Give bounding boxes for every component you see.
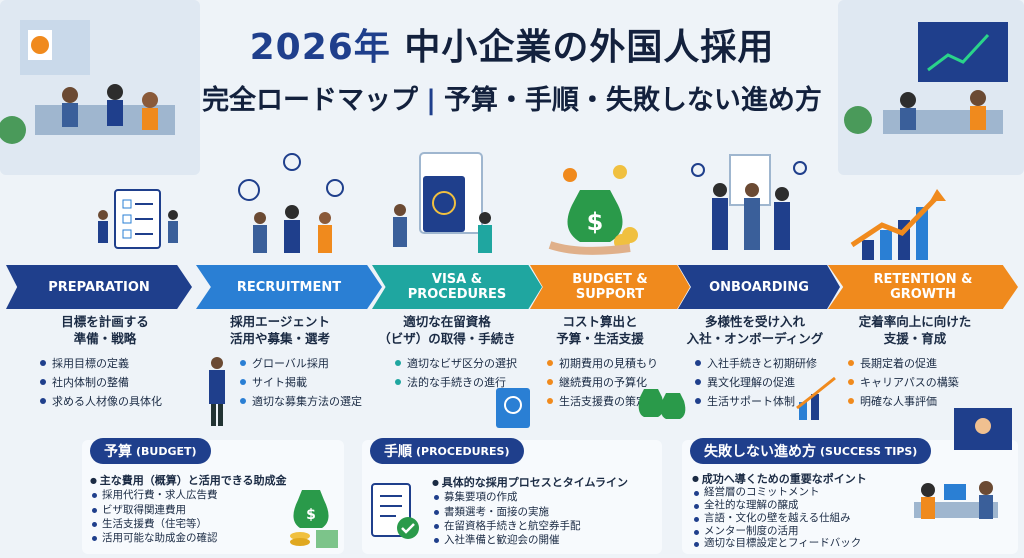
- passport-small-icon: [496, 388, 530, 428]
- meeting-scene-icon: [844, 22, 1008, 134]
- procedures-panel: 手順(PROCEDURES) 具体的な採用プロセスとタイムライン 募集要項の作成…: [362, 438, 662, 554]
- procedures-list: 具体的な採用プロセスとタイムライン 募集要項の作成 書類選考・面接の実施 在留資…: [432, 476, 628, 547]
- phase-list-visa: 適切なビザ区分の選択 法的な手続きの進行: [395, 354, 517, 392]
- list-item: 成功へ導くための重要なポイント: [692, 472, 867, 486]
- list-item: 在留資格手続きと航空券手配: [432, 519, 628, 533]
- phase-chevron-recruitment: RECRUITMENT: [196, 265, 382, 309]
- growth-arrow-small-icon: [796, 376, 836, 420]
- phase-heading-visa: 適切な在留資格（ビザ）の取得・手続き: [378, 314, 516, 346]
- list-item: 適切なビザ区分の選択: [395, 354, 517, 373]
- tips-panel: 失敗しない進め方(SUCCESS TIPS) 成功へ導くための重要なポイント 経…: [682, 408, 1018, 554]
- phase-heading-retention: 定着率向上に向けた支援・育成: [858, 314, 972, 346]
- presenter-icon: [209, 357, 225, 426]
- handshake-icon: [691, 154, 807, 250]
- passport-icon: [393, 152, 492, 253]
- list-item: 生活支援費の策定: [547, 392, 658, 411]
- list-item: 入社手続きと初期研修: [695, 354, 817, 373]
- phase-label: VISA &: [431, 272, 483, 287]
- phase-label: RETENTION &: [873, 272, 973, 287]
- list-item: 求める人材像の具体化: [40, 392, 162, 411]
- list-item: 社内体制の整備: [40, 373, 162, 392]
- list-item: 入社準備と歓迎会の開催: [432, 533, 628, 547]
- subtitle-method: 予算・手順・失敗しない進め方: [443, 85, 822, 116]
- list-item: 採用代行費・求人広告費: [90, 488, 287, 502]
- list-item: 経営層のコミットメント: [692, 486, 867, 499]
- money-bag-icon: $: [548, 165, 638, 255]
- phase-list-onboarding: 入社手続きと初期研修 異文化理解の促進 生活サポート体制: [695, 354, 817, 411]
- title-main: 中小企業の外国人採用: [404, 27, 775, 68]
- subtitle-separator: |: [426, 85, 436, 116]
- budget-panel-title: 予算(BUDGET): [90, 438, 211, 464]
- money-bags-small-icon: [638, 389, 686, 419]
- list-item: 募集要項の作成: [432, 490, 628, 504]
- phase-label: PREPARATION: [48, 279, 150, 295]
- list-item: 書類選考・面接の実施: [432, 505, 628, 519]
- list-item: 異文化理解の促進: [695, 373, 817, 392]
- phase-label: RECRUITMENT: [236, 279, 342, 295]
- title-year: 2026年: [249, 27, 391, 68]
- phase-list-budget: 初期費用の見積もり 継続費用の予算化 生活支援費の策定: [547, 354, 658, 411]
- list-item: グローバル採用: [240, 354, 362, 373]
- phase-label-2: SUPPORT: [575, 287, 645, 302]
- list-item: サイト掲載: [240, 373, 362, 392]
- list-item: 主な費用（概算）と活用できる助成金: [90, 474, 287, 488]
- phase-heading-onboarding: 多様性を受け入れ入社・オンボーディング: [686, 314, 824, 346]
- list-item: 言語・文化の壁を越える仕組み: [692, 512, 867, 525]
- procedures-panel-title: 手順(PROCEDURES): [370, 438, 524, 464]
- phase-label: BUDGET &: [572, 272, 648, 287]
- phase-chevron-visa: VISA &PROCEDURES: [372, 265, 542, 309]
- page-subtitle: 完全ロードマップ|予算・手順・失敗しない進め方: [0, 78, 1024, 117]
- list-item: メンター制度の活用: [692, 525, 867, 538]
- document-check-icon: [371, 483, 419, 539]
- phase-chevron-preparation: PREPARATION: [6, 265, 192, 309]
- checklist-board-icon: [98, 189, 178, 249]
- list-item: ビザ取得関連費用: [90, 503, 287, 517]
- budget-panel: 予算(BUDGET) 主な費用（概算）と活用できる助成金 採用代行費・求人広告費…: [82, 438, 344, 554]
- list-item: 明確な人事評価: [848, 392, 959, 411]
- phase-label-2: PROCEDURES: [407, 287, 507, 302]
- phase-list-recruitment: グローバル採用 サイト掲載 適切な募集方法の選定: [240, 354, 362, 411]
- svg-text:$: $: [306, 507, 316, 523]
- phase-chevron-onboarding: ONBOARDING: [678, 265, 840, 309]
- phase-heading-budget: コスト算出と予算・生活支援: [556, 314, 644, 346]
- list-item: キャリアパスの構築: [848, 373, 959, 392]
- list-item: 長期定着の促進: [848, 354, 959, 373]
- subtitle-roadmap: 完全ロードマップ: [202, 85, 419, 116]
- phase-list-preparation: 採用目標の定義 社内体制の整備 求める人材像の具体化: [40, 354, 162, 411]
- list-item: 生活支援費（住宅等）: [90, 517, 287, 531]
- list-item: 活用可能な助成金の確認: [90, 531, 287, 545]
- office-scene-left: [0, 0, 200, 175]
- office-scene-icon: [0, 20, 175, 144]
- tips-panel-title: 失敗しない進め方(SUCCESS TIPS): [690, 438, 932, 464]
- phase-list-retention: 長期定着の促進 キャリアパスの構築 明確な人事評価: [848, 354, 959, 411]
- page-title: 2026年 中小企業の外国人採用: [0, 18, 1024, 70]
- money-stack-icon: $: [290, 490, 338, 548]
- phase-heading-recruitment: 採用エージェント活用や募集・選考: [229, 314, 330, 346]
- svg-text:$: $: [587, 208, 604, 236]
- list-item: 具体的な採用プロセスとタイムライン: [432, 476, 628, 490]
- list-item: 適切な募集方法の選定: [240, 392, 362, 411]
- phase-chevron-retention: RETENTION &GROWTH: [828, 265, 1018, 309]
- phase-label-2: GROWTH: [890, 287, 956, 302]
- meeting-scene-icon: [914, 408, 1012, 519]
- list-item: 法的な手続きの進行: [395, 373, 517, 392]
- phase-label: ONBOARDING: [709, 279, 809, 295]
- list-item: 生活サポート体制: [695, 392, 817, 411]
- phase-heading-preparation: 目標を計画する準備・戦略: [61, 314, 149, 346]
- meeting-scene-right: [838, 0, 1024, 175]
- phase-chevron-budget: BUDGET &SUPPORT: [530, 265, 690, 309]
- list-item: 全社的な理解の醸成: [692, 499, 867, 512]
- people-network-icon: [238, 153, 344, 253]
- budget-list: 主な費用（概算）と活用できる助成金 採用代行費・求人広告費 ビザ取得関連費用 生…: [90, 474, 287, 545]
- list-item: 適切な目標設定とフィードバック: [692, 537, 867, 550]
- tips-list: 成功へ導くための重要なポイント 経営層のコミットメント 全社的な理解の醸成 言語…: [692, 472, 867, 550]
- list-item: 採用目標の定義: [40, 354, 162, 373]
- growth-chart-icon: [850, 189, 946, 260]
- list-item: 継続費用の予算化: [547, 373, 658, 392]
- list-item: 初期費用の見積もり: [547, 354, 658, 373]
